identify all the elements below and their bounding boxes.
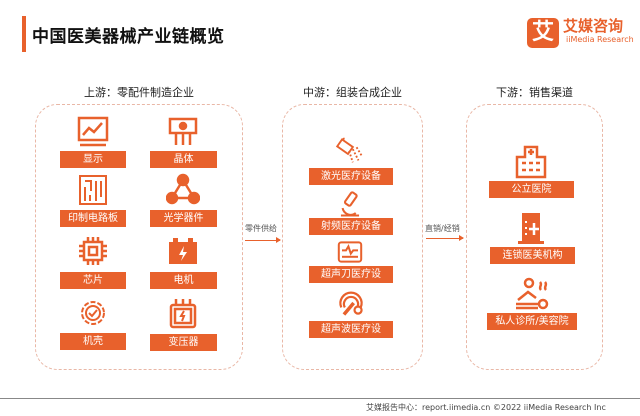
upstream-panel — [35, 104, 243, 370]
logo-mark: 艾 — [527, 18, 559, 48]
flow-arrow-supply — [245, 237, 281, 243]
clinic-building-icon — [516, 211, 546, 245]
midstream-label: 超声刀医疗设 — [309, 266, 393, 283]
upstream-label: 晶体 — [150, 151, 217, 168]
ultrasonic-probe-icon — [336, 288, 366, 318]
footer-source: 艾媒报告中心：report.iimedia.cn ©2022 iiMedia R… — [366, 403, 606, 412]
flow-arrow-sales — [426, 235, 464, 241]
battery-motor-icon — [166, 234, 200, 268]
midstream-label: 激光医疗设备 — [309, 168, 393, 185]
upstream-heading: 上游：零配件制造企业 — [84, 86, 194, 99]
upstream-label: 芯片 — [60, 272, 126, 289]
upstream-label: 显示 — [60, 151, 126, 168]
flow-label-supply: 零件供给 — [245, 224, 277, 233]
gear-check-icon — [76, 296, 110, 330]
transformer-icon — [166, 296, 200, 330]
logo-text-cn: 艾媒咨询 — [563, 17, 624, 35]
midstream-label: 超声波医疗设 — [309, 321, 393, 338]
downstream-label: 连锁医美机构 — [490, 247, 575, 264]
ultrasound-monitor-icon — [336, 240, 364, 264]
downstream-label: 公立医院 — [489, 181, 574, 198]
midstream-label: 射频医疗设备 — [309, 218, 393, 235]
midstream-heading: 中游：组装合成企业 — [303, 86, 402, 99]
monitor-chart-icon — [76, 115, 110, 149]
hospital-icon — [514, 143, 548, 179]
laser-icon — [334, 135, 366, 167]
upstream-label: 机壳 — [60, 333, 126, 350]
downstream-heading: 下游：销售渠道 — [496, 86, 573, 99]
chip-icon — [76, 234, 110, 268]
downstream-panel — [466, 104, 603, 370]
optical-network-icon — [165, 173, 201, 207]
upstream-label: 印制电路板 — [60, 210, 126, 227]
upstream-label: 电机 — [150, 272, 217, 289]
spa-icon — [514, 276, 550, 310]
footer-divider — [0, 398, 640, 399]
downstream-label: 私人诊所/美容院 — [487, 313, 577, 330]
upstream-label: 变压器 — [150, 334, 217, 351]
microscope-icon — [336, 190, 364, 218]
flow-label-sales: 直销/经销 — [425, 224, 460, 233]
logo-text-en: iiMedia Research — [566, 35, 634, 44]
title-accent-bar — [22, 16, 26, 52]
crystal-component-icon — [166, 115, 200, 149]
page-title: 中国医美器械产业链概览 — [32, 27, 225, 47]
upstream-label: 光学器件 — [150, 210, 217, 227]
midstream-panel — [282, 104, 423, 370]
circuit-board-icon — [76, 173, 110, 207]
